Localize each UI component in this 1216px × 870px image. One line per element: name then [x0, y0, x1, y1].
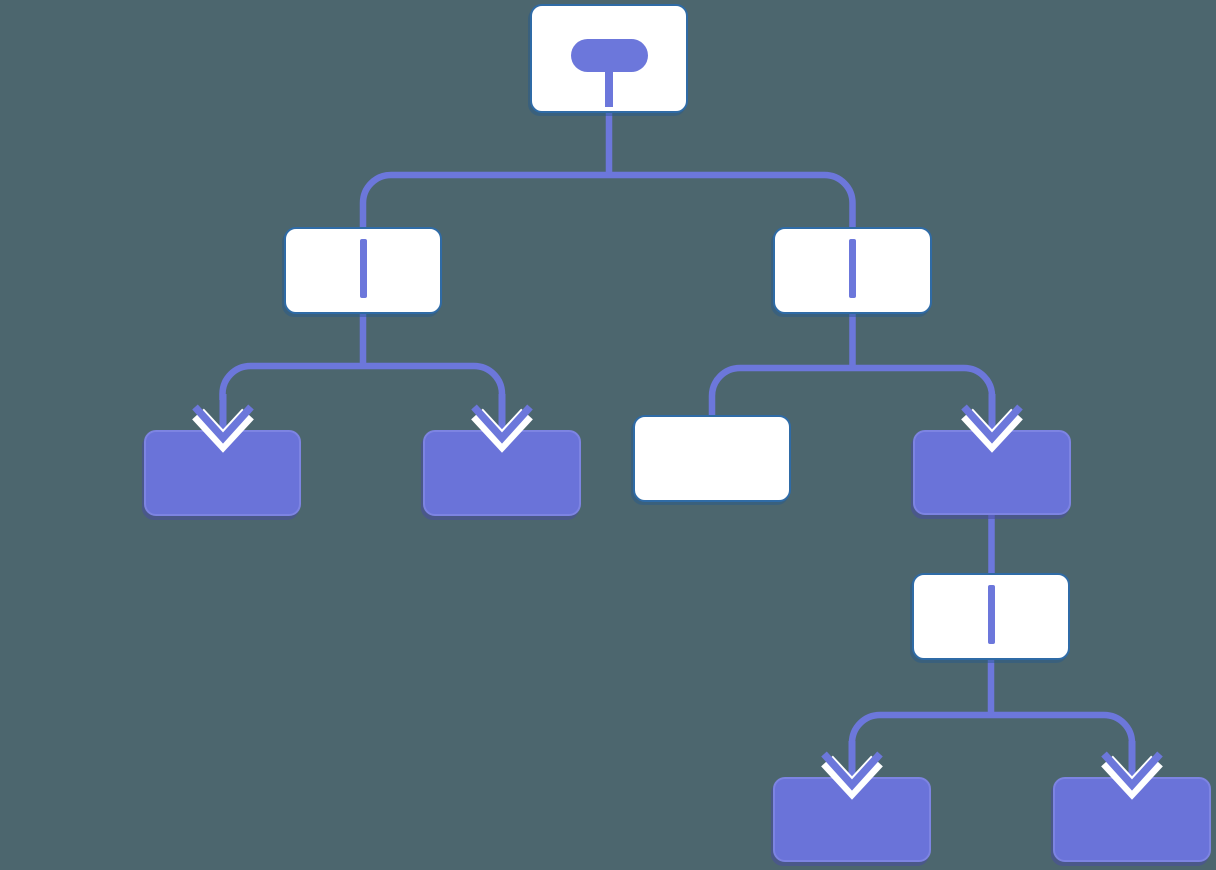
leaf-node-4[interactable]: [913, 430, 1071, 515]
root-pill-stem: [605, 66, 613, 107]
branch-node-left[interactable]: [284, 227, 442, 314]
root-node[interactable]: [530, 4, 688, 113]
connector-path: [219, 362, 363, 400]
leaf-node-6[interactable]: [1053, 777, 1211, 862]
branch-node-bottom[interactable]: [912, 573, 1070, 660]
leaf-node-3[interactable]: [633, 415, 791, 502]
divider-bar-icon: [849, 239, 856, 298]
divider-bar-icon: [987, 585, 995, 644]
leaf-node-5[interactable]: [773, 777, 931, 862]
connector-path: [609, 171, 856, 229]
connector-path: [359, 171, 609, 229]
branch-node-right[interactable]: [773, 227, 932, 314]
connector-path: [991, 711, 1136, 747]
connector-path: [848, 711, 991, 747]
divider-bar-icon: [359, 239, 367, 298]
leaf-node-2[interactable]: [423, 430, 581, 516]
connector-path: [708, 364, 853, 417]
connector-path: [363, 362, 506, 400]
connector-path: [852, 364, 996, 400]
leaf-node-1[interactable]: [144, 430, 301, 516]
